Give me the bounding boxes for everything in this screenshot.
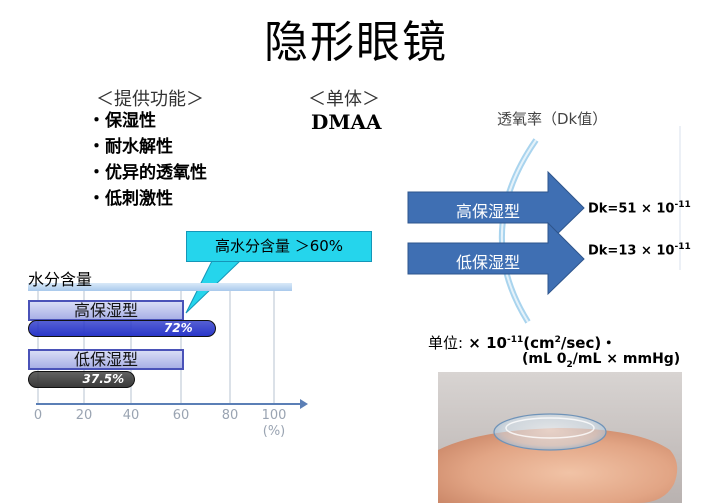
tick-label: 40	[122, 408, 140, 423]
bar-value-low: 37.5%	[82, 372, 125, 386]
function-item: ・低刺激性	[88, 189, 173, 209]
axis-unit: (%)	[262, 424, 286, 439]
functions-list: ・保湿性 ・耐水解性 ・优异的透氧性 ・低刺激性	[88, 108, 207, 212]
unit-line-2: (mL 02/mL × mmHg)	[522, 351, 681, 370]
bar-low	[28, 371, 135, 388]
contact-lens-photo	[438, 372, 682, 503]
function-item: ・优异的透氧性	[88, 163, 207, 183]
function-item: ・保湿性	[88, 111, 156, 131]
callout-box: 高水分含量 ＞60%	[186, 231, 372, 262]
oxygen-title: 透氧率（Dk值）	[497, 110, 608, 128]
dk-value-low: Dk=13 × 10-11	[588, 242, 691, 259]
tick-label: 80	[221, 408, 239, 423]
monomer-heading: ＜单体＞	[308, 89, 380, 110]
tick-label: 0	[33, 408, 43, 423]
functions-heading: ＜提供功能＞	[96, 89, 204, 110]
monomer-name: DMAA	[311, 110, 382, 134]
chart-title: 水分含量	[28, 270, 93, 289]
tick-label: 100	[261, 408, 287, 423]
tick-label: 60	[172, 408, 190, 423]
dk-value-high: Dk=51 × 10-11	[588, 200, 691, 217]
arrow-label-low: 低保湿型	[455, 253, 520, 272]
function-item: ・耐水解性	[88, 137, 173, 157]
arrow-low	[407, 221, 585, 296]
arrow-high	[407, 170, 585, 245]
slide-title: 隐形眼镜	[264, 17, 448, 68]
tick-label: 20	[75, 408, 93, 423]
arrow-label-high: 高保湿型	[455, 202, 520, 221]
category-label-low: 低保湿型	[28, 349, 184, 370]
chart-title-bar	[28, 283, 292, 291]
bar-value-high: 72%	[163, 321, 193, 335]
unit-line-1: 单位: × 10-11(cm2/sec)・	[428, 334, 617, 352]
bar-high	[28, 320, 216, 337]
